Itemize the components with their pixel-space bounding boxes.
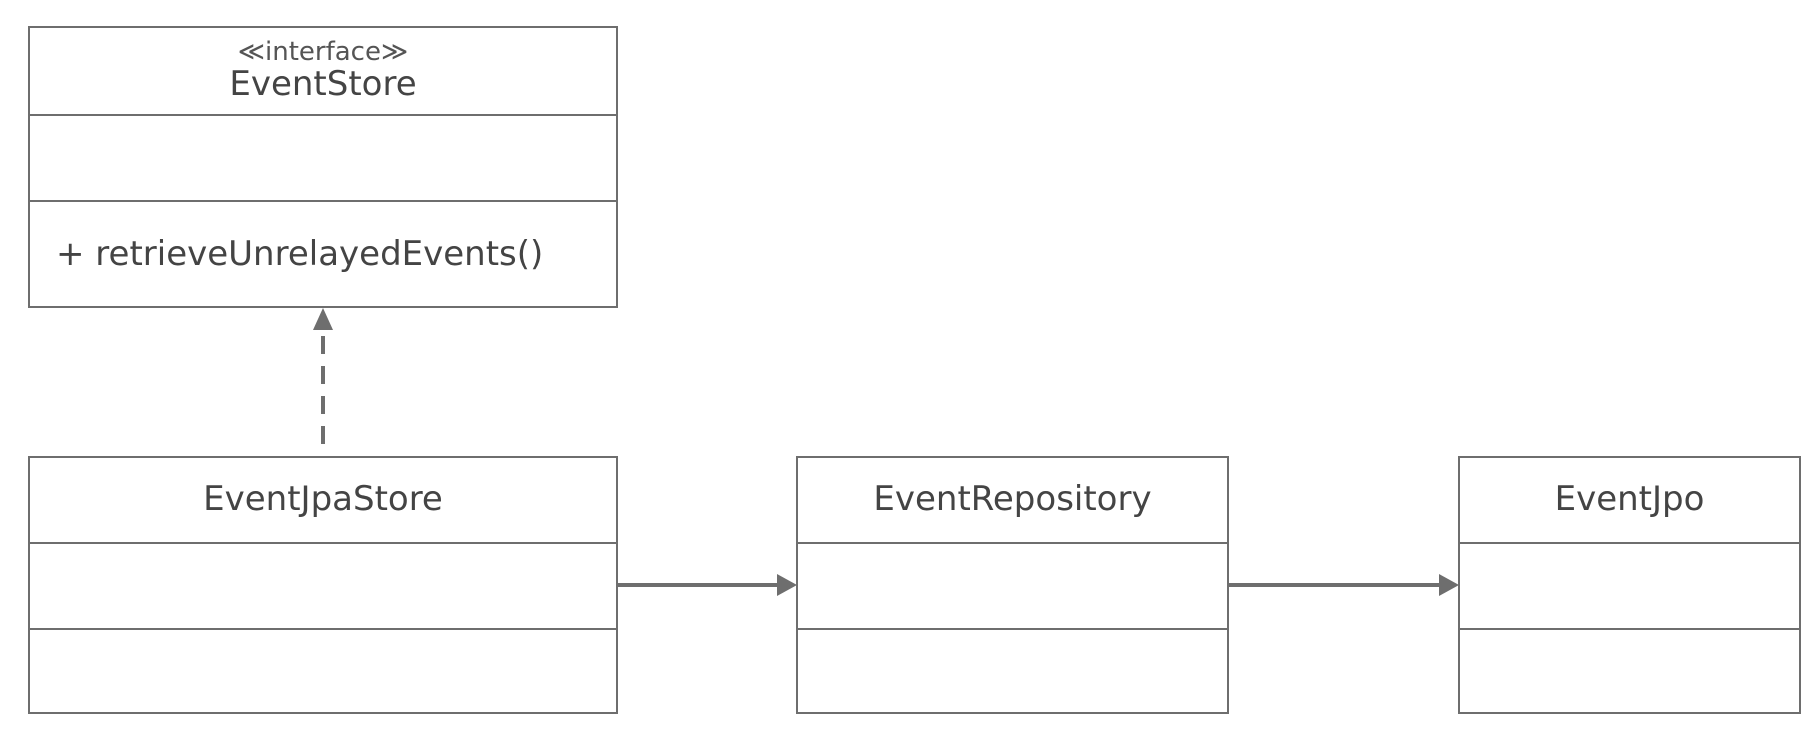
class-name-event-repository: EventRepository: [873, 479, 1152, 520]
realization-arrowhead: [313, 308, 333, 330]
class-event-jpo-attributes: [1460, 544, 1799, 630]
class-name-event-jpo: EventJpo: [1554, 479, 1705, 520]
class-event-jpo-operations: [1460, 630, 1799, 712]
class-event-jpo: EventJpo: [1458, 456, 1801, 714]
class-name-event-jpa-store: EventJpaStore: [203, 479, 443, 520]
class-event-store: ≪interface≫ EventStore + retrieveUnrelay…: [28, 26, 618, 308]
class-event-jpa-store-name-compartment: EventJpaStore: [30, 458, 616, 544]
class-event-jpa-store-attributes: [30, 544, 616, 630]
association-arrowhead-repository: [777, 574, 797, 596]
class-event-repository-operations: [798, 630, 1227, 712]
class-event-jpo-name-compartment: EventJpo: [1460, 458, 1799, 544]
class-event-store-name-compartment: ≪interface≫ EventStore: [30, 28, 616, 116]
class-event-repository: EventRepository: [796, 456, 1229, 714]
operation-retrieve-unrelayed-events: + retrieveUnrelayedEvents(): [56, 234, 544, 274]
class-event-store-attributes: [30, 116, 616, 202]
class-event-jpa-store-operations: [30, 630, 616, 712]
class-event-store-operations: + retrieveUnrelayedEvents(): [30, 202, 616, 306]
class-name-event-store: EventStore: [229, 63, 417, 104]
class-event-repository-attributes: [798, 544, 1227, 630]
association-arrowhead-jpo: [1439, 574, 1459, 596]
class-event-jpa-store: EventJpaStore: [28, 456, 618, 714]
stereotype-label: ≪interface≫: [237, 36, 409, 67]
class-event-repository-name-compartment: EventRepository: [798, 458, 1227, 544]
